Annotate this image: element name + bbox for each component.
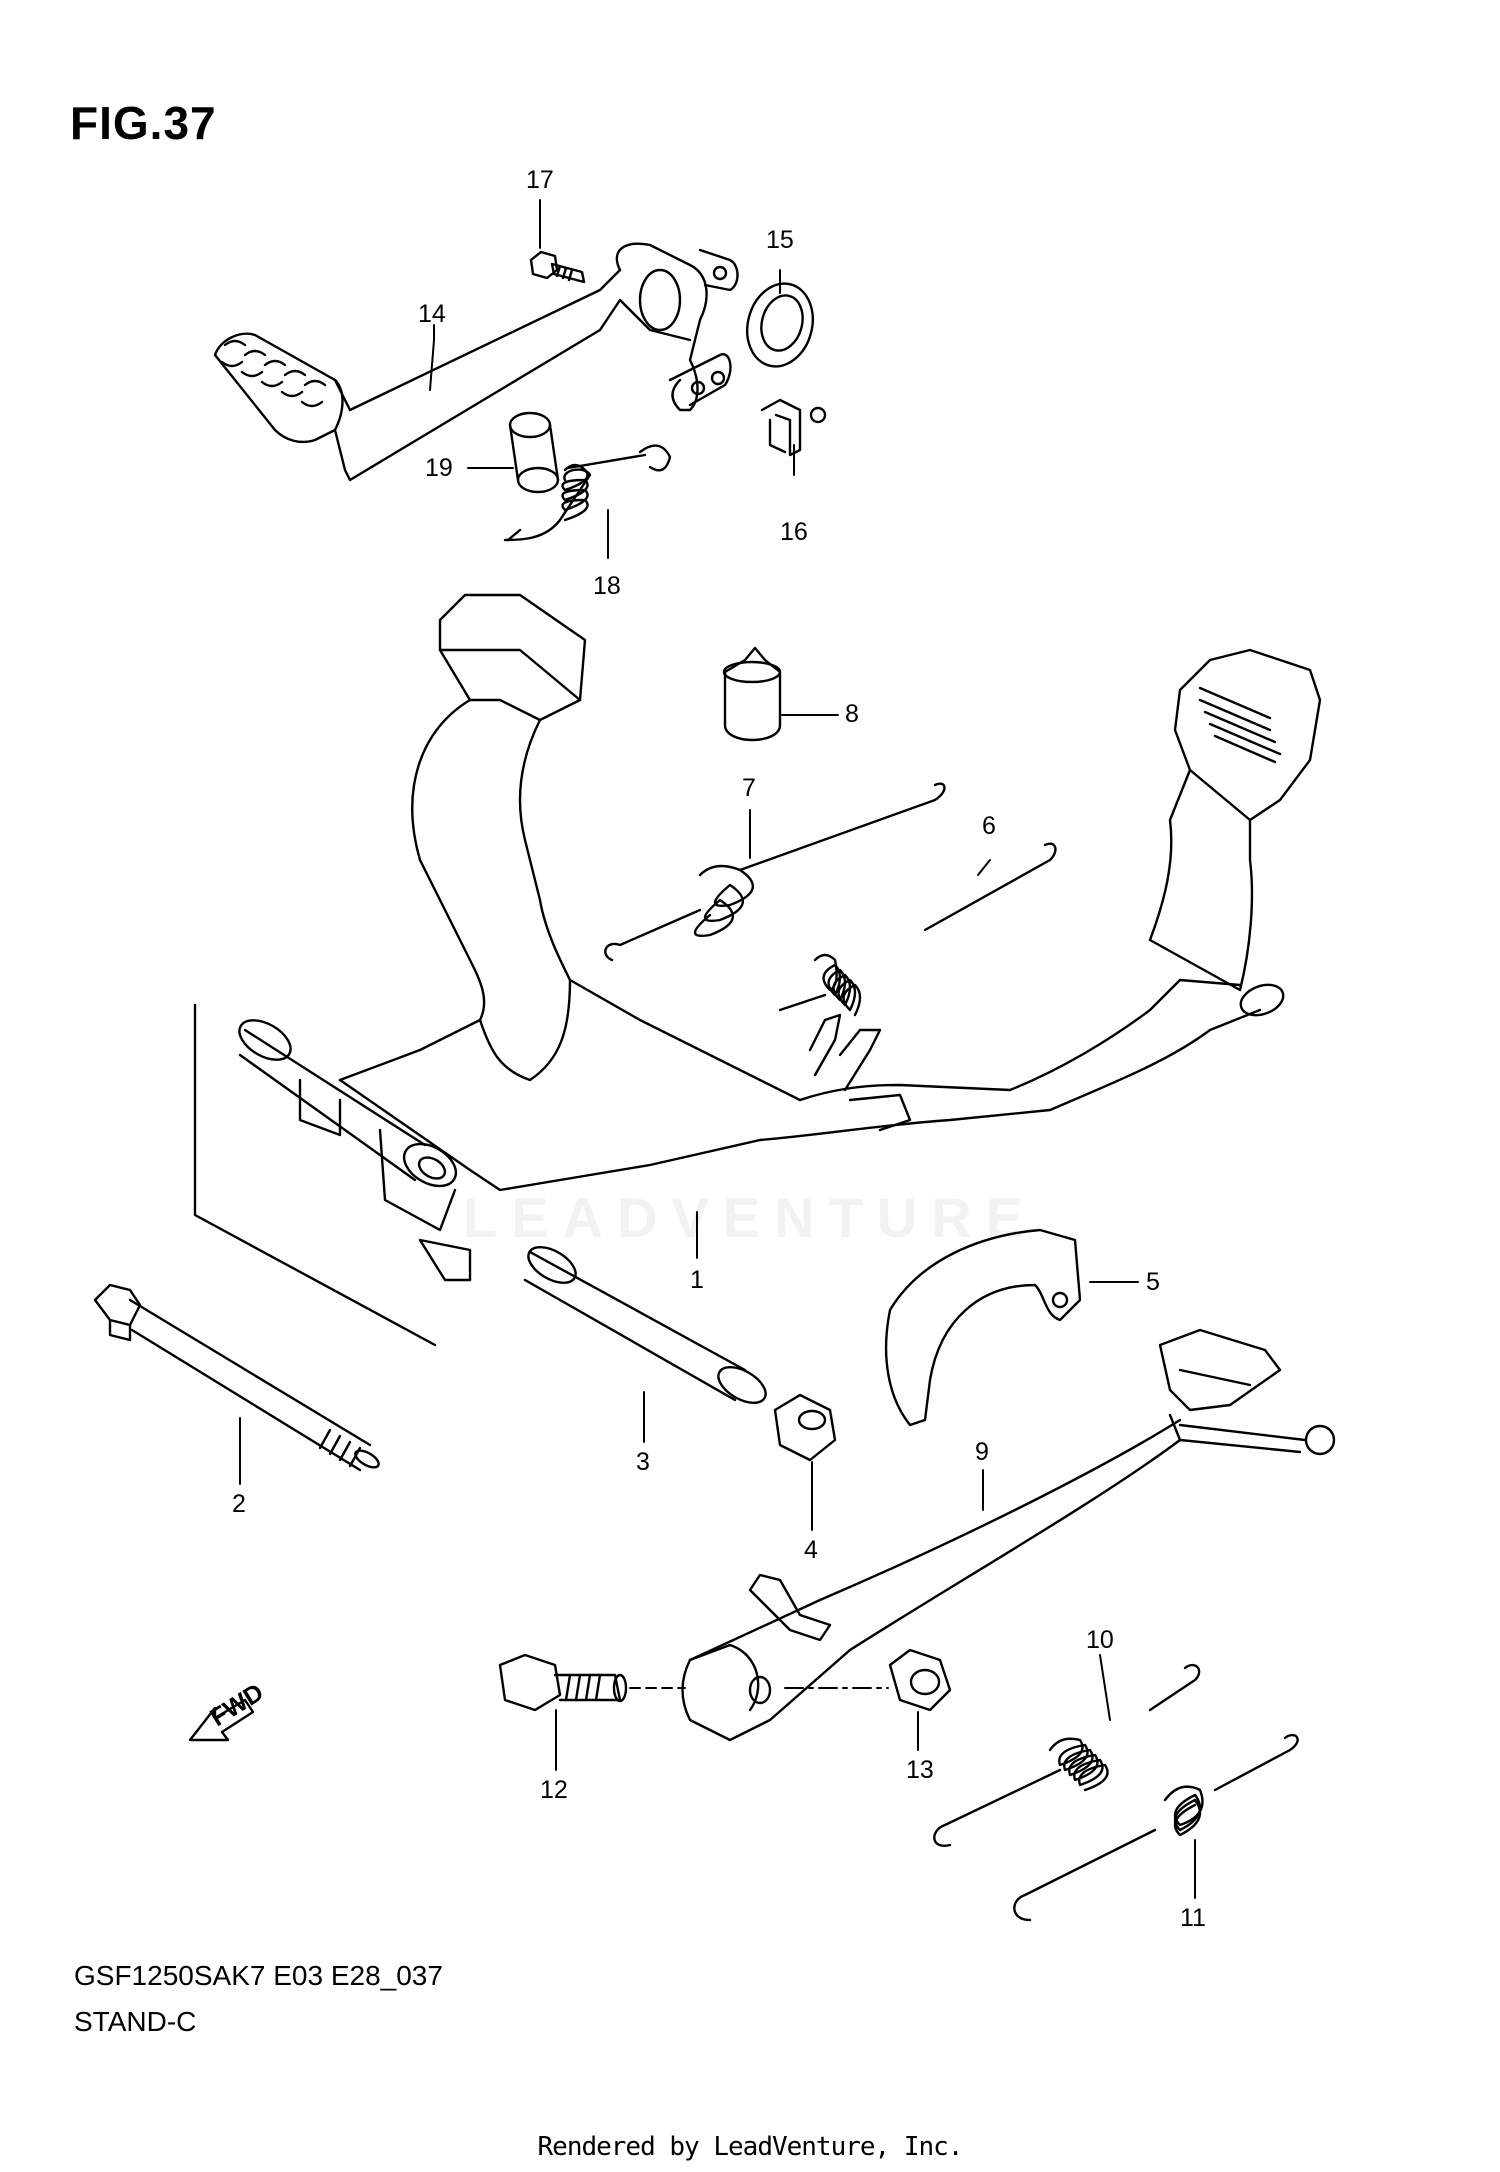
callout-1: 1 — [690, 1266, 704, 1294]
callout-6: 6 — [982, 812, 996, 840]
part-14-brake-pedal — [213, 242, 739, 482]
callout-7: 7 — [742, 774, 756, 802]
callout-18: 18 — [593, 572, 621, 600]
callout-4: 4 — [804, 1536, 818, 1564]
callout-11: 11 — [1180, 1904, 1206, 1932]
callout-17: 17 — [526, 166, 554, 194]
callout-8: 8 — [845, 700, 859, 728]
callout-10: 10 — [1086, 1626, 1114, 1654]
callout-2: 2 — [232, 1490, 246, 1518]
part-1-center-stand — [193, 593, 1322, 1347]
callout-5: 5 — [1146, 1268, 1160, 1296]
part-8-stopper — [722, 646, 782, 742]
callout-13: 13 — [906, 1756, 934, 1784]
watermark-text: LEADVENTURE — [462, 1186, 1038, 1249]
part-5-bracket — [884, 1228, 1082, 1427]
part-15-washer — [746, 282, 814, 368]
part-16-clip — [760, 398, 827, 457]
callout-19: 19 — [425, 454, 453, 482]
callout-15: 15 — [766, 226, 794, 254]
part-2-long-bolt — [93, 1283, 380, 1472]
part-12-bolt — [498, 1653, 628, 1712]
callout-16: 16 — [780, 518, 808, 546]
figure-name: STAND-C — [74, 2006, 197, 2037]
part-11-spring — [1013, 1733, 1299, 1922]
rendered-by-credit: Rendered by LeadVenture, Inc. — [537, 2132, 964, 2162]
callout-labels: 17 14 15 16 19 18 8 7 6 1 5 2 3 4 9 10 1… — [205, 166, 1206, 1932]
part-17-bolt — [529, 250, 586, 284]
fwd-arrow-icon — [188, 1698, 255, 1742]
part-19-collar — [508, 411, 560, 494]
callout-12: 12 — [540, 1776, 568, 1804]
figure-code: GSF1250SAK7 E03 E28_037 — [74, 1960, 443, 1991]
callout-9: 9 — [975, 1438, 989, 1466]
part-6-spring — [778, 842, 1057, 1017]
part-13-nut — [888, 1648, 952, 1712]
leader-lines — [239, 199, 1196, 1899]
part-7-spring — [604, 782, 946, 962]
part-18-spring — [503, 444, 672, 542]
part-10-spring — [933, 1663, 1201, 1847]
part-3-pipe — [523, 1246, 767, 1404]
part-9-side-stand — [681, 1328, 1336, 1742]
part-4-nut — [773, 1393, 837, 1462]
callout-14: 14 — [418, 300, 446, 328]
fwd-label: FWD — [205, 1678, 268, 1732]
callout-3: 3 — [636, 1448, 650, 1476]
figure-title: FIG.37 — [70, 97, 217, 149]
